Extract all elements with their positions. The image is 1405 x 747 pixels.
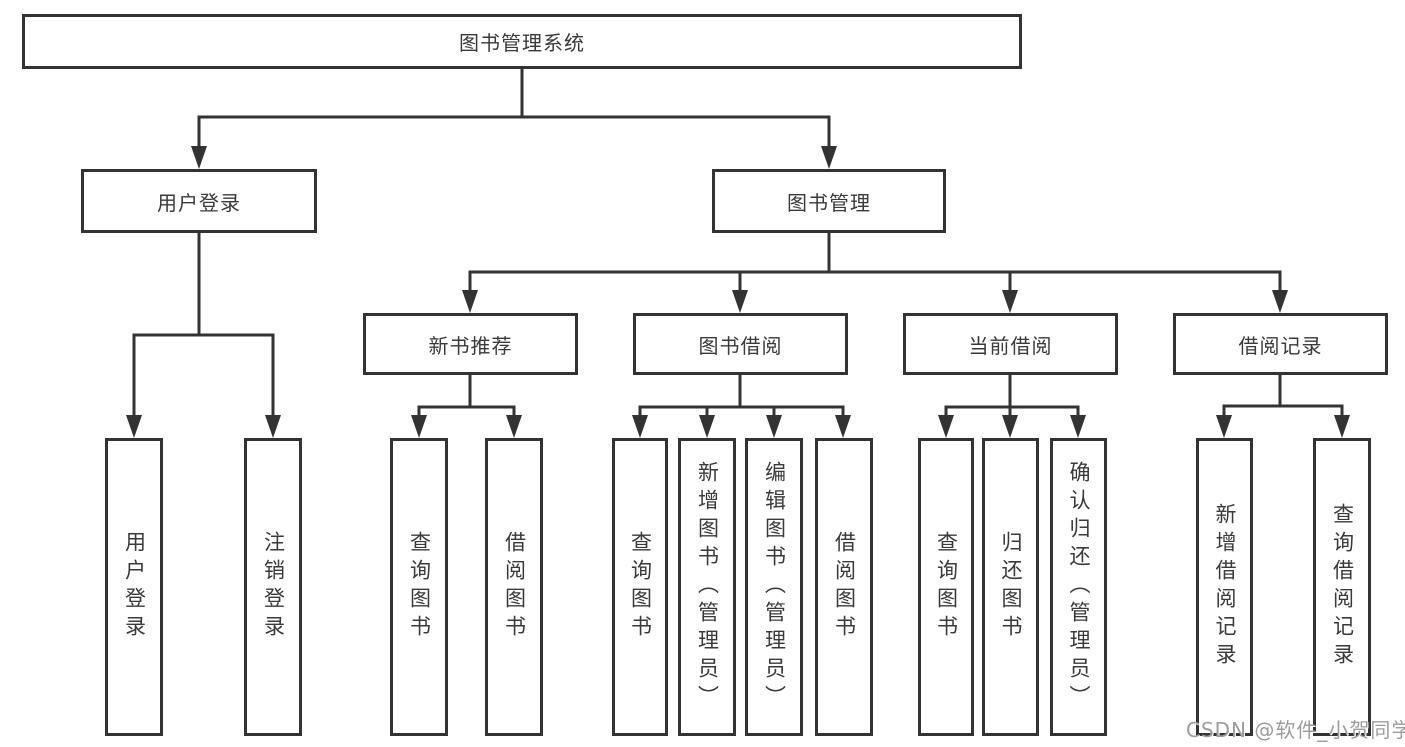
- node-leaf-add-borrow-record: 新增借阅记录: [1196, 438, 1253, 736]
- node-leaf-query-book-borrow: 查询图书: [612, 438, 668, 736]
- arrowhead-icon: [1272, 290, 1288, 313]
- arrowhead-icon: [766, 415, 782, 438]
- arrowhead-icon: [821, 146, 837, 169]
- node-label: 借阅图书: [832, 531, 857, 643]
- arrowhead-icon: [835, 415, 851, 438]
- arrowhead-icon: [191, 146, 207, 169]
- node-label: 用户登录: [157, 190, 241, 215]
- arrowhead-icon: [1002, 290, 1018, 313]
- node-label: 用户登录: [122, 531, 147, 643]
- arrowhead-icon: [126, 415, 142, 438]
- node-label: 归还图书: [999, 531, 1023, 643]
- arrowhead-icon: [732, 290, 748, 313]
- node-label: 当前借阅: [968, 333, 1053, 358]
- node-leaf-user-login: 用户登录: [105, 438, 163, 736]
- arrowhead-icon: [462, 290, 478, 313]
- node-user-login: 用户登录: [81, 169, 317, 233]
- node-label: 查询图书: [407, 531, 432, 643]
- node-label: 新增图书（管理员）: [695, 461, 720, 713]
- arrowhead-icon: [699, 415, 715, 438]
- node-book-management: 图书管理: [712, 169, 946, 233]
- arrowhead-icon: [506, 415, 522, 438]
- node-label: 图书借阅: [698, 333, 783, 358]
- node-label: 新增借阅记录: [1213, 503, 1237, 671]
- node-root: 图书管理系统: [22, 14, 1022, 69]
- node-borrow-records: 借阅记录: [1173, 313, 1388, 375]
- arrowhead-icon: [1002, 415, 1018, 438]
- node-label: 编辑图书（管理员）: [762, 461, 787, 713]
- node-leaf-return-book: 归还图书: [982, 438, 1039, 736]
- node-label: 新书推荐: [428, 333, 513, 358]
- node-leaf-query-book-current: 查询图书: [918, 438, 974, 736]
- arrowhead-icon: [411, 415, 427, 438]
- node-current-borrow: 当前借阅: [903, 313, 1118, 375]
- node-leaf-borrow-book: 借阅图书: [815, 438, 873, 736]
- node-label: 借阅记录: [1238, 333, 1323, 358]
- node-label: 图书管理: [787, 190, 871, 215]
- node-leaf-confirm-return-admin: 确认归还（管理员）: [1050, 438, 1107, 736]
- node-leaf-logout: 注销登录: [244, 438, 302, 736]
- arrowhead-icon: [632, 415, 648, 438]
- node-leaf-borrow-book-recommend: 借阅图书: [485, 438, 543, 736]
- arrowhead-icon: [1216, 415, 1232, 438]
- node-leaf-query-borrow-record: 查询借阅记录: [1313, 438, 1371, 736]
- arrowhead-icon: [938, 415, 954, 438]
- node-label: 确认归还（管理员）: [1067, 461, 1091, 713]
- arrowhead-icon: [1334, 415, 1350, 438]
- watermark: CSDN @软件_小贺同学: [1186, 718, 1405, 742]
- node-label: 查询借阅记录: [1330, 503, 1355, 671]
- node-label: 查询图书: [934, 531, 959, 643]
- node-label: 图书管理系统: [459, 31, 585, 55]
- node-new-book-recommend: 新书推荐: [363, 313, 578, 375]
- node-leaf-add-book-admin: 新增图书（管理员）: [678, 438, 736, 736]
- node-book-borrow: 图书借阅: [633, 313, 848, 375]
- node-leaf-query-book-recommend: 查询图书: [390, 438, 448, 736]
- arrowhead-icon: [1070, 415, 1086, 438]
- node-label: 查询图书: [628, 531, 653, 643]
- node-label: 借阅图书: [502, 531, 527, 643]
- arrowhead-icon: [265, 415, 281, 438]
- node-leaf-edit-book-admin: 编辑图书（管理员）: [745, 438, 803, 736]
- node-label: 注销登录: [261, 531, 286, 643]
